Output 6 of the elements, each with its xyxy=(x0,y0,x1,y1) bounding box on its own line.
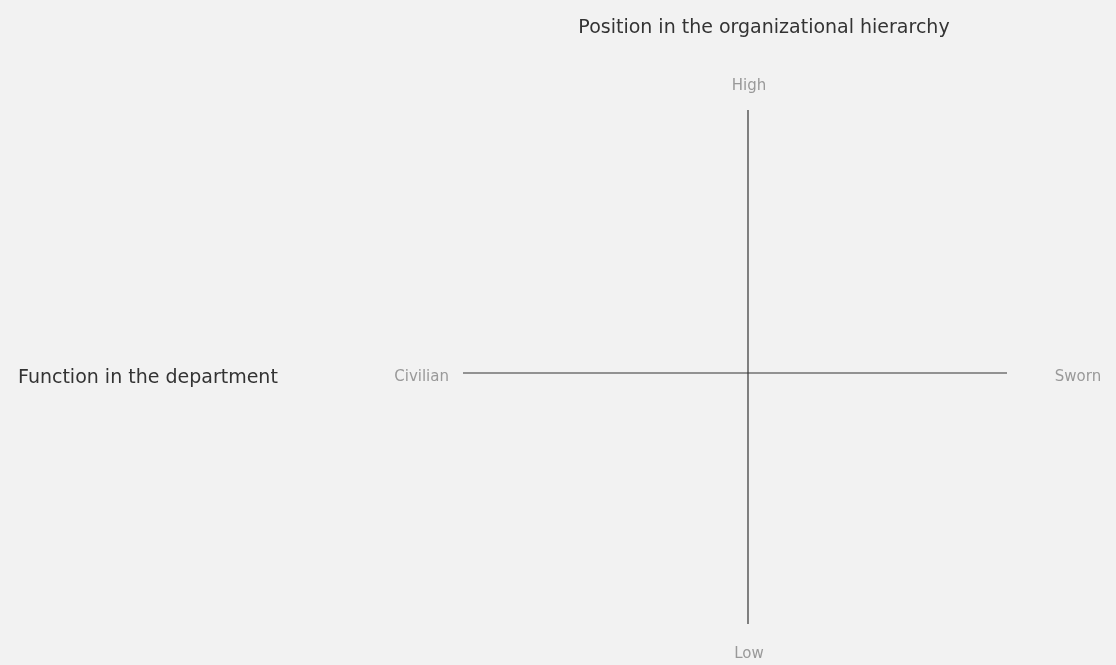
axis-end-label: High xyxy=(731,76,767,94)
axis-title: Function in the department xyxy=(18,365,278,387)
axis-end-label: Sworn xyxy=(1054,367,1102,385)
axis-title: Position in the organizational hierarchy xyxy=(578,15,950,37)
axis-end-label: Civilian xyxy=(394,367,449,385)
axis-end-label: Low xyxy=(734,644,764,662)
